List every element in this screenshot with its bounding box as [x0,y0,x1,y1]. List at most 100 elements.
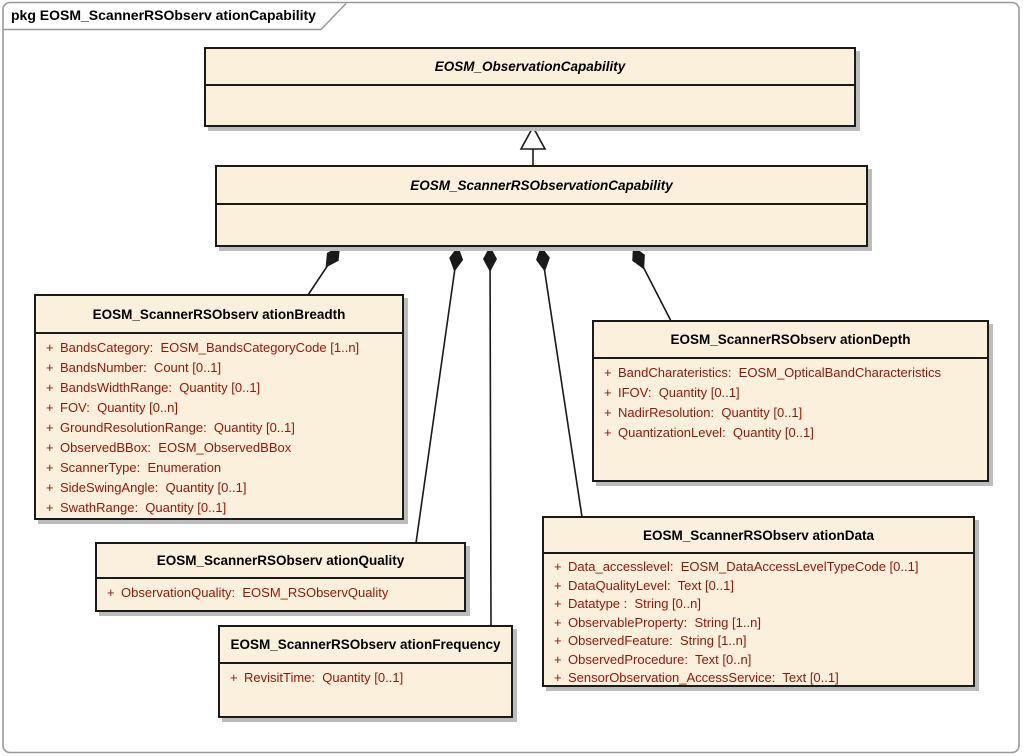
attributes-compartment [206,86,854,90]
class-name: EOSM_ScannerRSObserv ationBreadth [36,296,402,334]
composition-diamond-icon-breadth [325,246,340,268]
attributes-compartment: + Data_accesslevel: EOSM_DataAccessLevelT… [544,554,973,688]
visibility-marker: + [554,614,562,630]
attribute: + DataQualityLevel: Text [0..1] [544,577,973,596]
attribute-text: SensorObservation_AccessService: Text [0… [568,670,839,685]
composition-diamond-icon-frequency [483,246,497,272]
attribute: + IFOV: Quantity [0..1] [594,383,987,403]
class-eosm-scannerrsobservationfrequency: EOSM_ScannerRSObserv ationFrequency + Rev… [218,625,513,718]
attribute-text: RevisitTime: Quantity [0..1] [244,670,404,685]
attribute-text: ScannerType: Enumeration [60,460,222,475]
attribute: +ObservableProperty: String [1..n] [544,614,973,633]
attribute: + QuantizationLevel: Quantity [0..1] [594,423,987,443]
visibility-marker: + [46,460,54,475]
visibility-marker: + [554,577,562,593]
attribute: + BandsNumber: Count [0..1] [36,358,402,378]
class-name: EOSM_ScannerRSObserv ationFrequency [220,627,511,664]
class-eosm-scannerrsobservationquality: EOSM_ScannerRSObserv ationQuality + Obser… [95,542,466,612]
attribute-text: ObservedFeature: String [1..n] [568,633,747,648]
attribute-text: BandsNumber: Count [0..1] [60,360,222,375]
visibility-marker: + [46,380,54,395]
visibility-marker: + [46,360,54,375]
attribute: + ObservedProcedure: Text [0..n] [544,651,973,670]
generalization-triangle-icon [519,125,547,150]
attribute-text: GroundResolutionRange: Quantity [0..1] [60,420,295,435]
visibility-marker: + [604,385,612,400]
class-name: EOSM_ScannerRSObserv ationDepth [594,322,987,359]
package-tab-title: pkg EOSM_ScannerRSObserv ationCapability [11,7,316,23]
attribute-text: DataQualityLevel: Text [0..1] [568,577,734,593]
class-name: EOSM_ScannerRSObserv ationData [544,518,973,554]
class-name: EOSM_ScannerRSObservationCapability [217,167,866,205]
visibility-marker: + [46,500,54,515]
attribute-text: BandsCategory: EOSM_BandsCategoryCode [1… [60,340,360,355]
attribute: + ObservedBBox: EOSM_ObservedBBox [36,438,402,458]
package-tab-outline [3,2,347,31]
attributes-compartment: + ObservationQuality: EOSM_RSObservQualit… [97,579,464,603]
visibility-marker: + [46,420,54,435]
attribute-text: NadirResolution: Quantity [0..1] [618,405,803,420]
attribute-text: BandsWidthRange: Quantity [0..1] [60,380,261,395]
visibility-marker: + [107,585,115,600]
attribute: + BandCharateristics: EOSM_OpticalBandCha… [594,363,987,383]
attribute: + GroundResolutionRange: Quantity [0..1] [36,418,402,438]
attribute-text: ObservedBBox: EOSM_ObservedBBox [60,440,292,455]
visibility-marker: + [46,340,54,355]
visibility-marker: + [554,670,562,685]
composition-line-data [540,246,583,518]
attributes-compartment [217,205,866,209]
visibility-marker: + [554,633,562,648]
visibility-marker: + [604,365,612,380]
composition-diamond-icon-quality [449,246,464,272]
composition-diamond-icon-data [536,246,550,272]
attribute: + NadirResolution: Quantity [0..1] [594,403,987,423]
attributes-compartment: + BandsCategory: EOSM_BandsCategoryCode [… [36,334,402,518]
visibility-marker: + [46,480,54,495]
attribute: + SwathRange: Quantity [0..1] [36,498,402,518]
attribute: + SideSwingAngle: Quantity [0..1] [36,478,402,498]
class-name: EOSM_ScannerRSObserv ationQuality [97,544,464,579]
visibility-marker: + [230,670,238,685]
attribute-text: ObservedProcedure: Text [0..n] [568,651,752,667]
visibility-marker: + [554,559,562,574]
visibility-marker: + [604,405,612,420]
attribute-text: FOV: Quantity [0..n] [60,400,179,415]
composition-line-frequency [489,246,492,627]
class-eosm-scannerrsobservationbreadth: EOSM_ScannerRSObserv ationBreadth + Bands… [34,294,404,520]
attributes-compartment: + BandCharateristics: EOSM_OpticalBandCha… [594,359,987,443]
visibility-marker: + [604,425,612,440]
visibility-marker: + [46,440,54,455]
attribute-text: Data_accesslevel: EOSM_DataAccessLevelTy… [568,559,919,574]
attribute: + ScannerType: Enumeration [36,458,402,478]
attribute: + ObservationQuality: EOSM_RSObservQualit… [97,583,464,603]
attribute-text: SwathRange: Quantity [0..1] [60,500,227,515]
attribute-text: BandCharateristics: EOSM_OpticalBandChar… [618,365,941,380]
attribute: + BandsCategory: EOSM_BandsCategoryCode [… [36,338,402,358]
attribute-text: QuantizationLevel: Quantity [0..1] [618,425,814,440]
class-eosm-observationcapability: EOSM_ObservationCapability [204,47,856,127]
visibility-marker: + [554,596,562,611]
attribute: + Datatype : String [0..n] [544,595,973,614]
attribute-text: IFOV: Quantity [0..1] [618,385,740,400]
attribute: + FOV: Quantity [0..n] [36,398,402,418]
attribute: + BandsWidthRange: Quantity [0..1] [36,378,402,398]
class-name: EOSM_ObservationCapability [206,49,854,86]
composition-diamond-icon-depth [632,246,645,270]
attribute-text: Datatype : String [0..n] [568,596,701,611]
attribute: + Data_accesslevel: EOSM_DataAccessLevelT… [544,558,973,577]
attribute: + SensorObservation_AccessService: Text [… [544,669,973,688]
class-eosm-scannerrsobservationdepth: EOSM_ScannerRSObserv ationDepth + BandCha… [592,320,989,482]
composition-line-quality [415,246,459,544]
class-eosm-scannerrsobservationcapability: EOSM_ScannerRSObservationCapability [215,165,868,247]
attribute-text: SideSwingAngle: Quantity [0..1] [60,480,247,495]
attributes-compartment: + RevisitTime: Quantity [0..1] [220,664,511,688]
attribute: + ObservedFeature: String [1..n] [544,632,973,651]
visibility-marker: + [554,651,562,667]
attribute-text: ObservationQuality: EOSM_RSObservQuality [121,585,389,600]
attribute: + RevisitTime: Quantity [0..1] [220,668,511,688]
visibility-marker: + [46,400,54,415]
class-eosm-scannerrsobservationdata: EOSM_ScannerRSObserv ationData + Data_acc… [542,516,975,687]
